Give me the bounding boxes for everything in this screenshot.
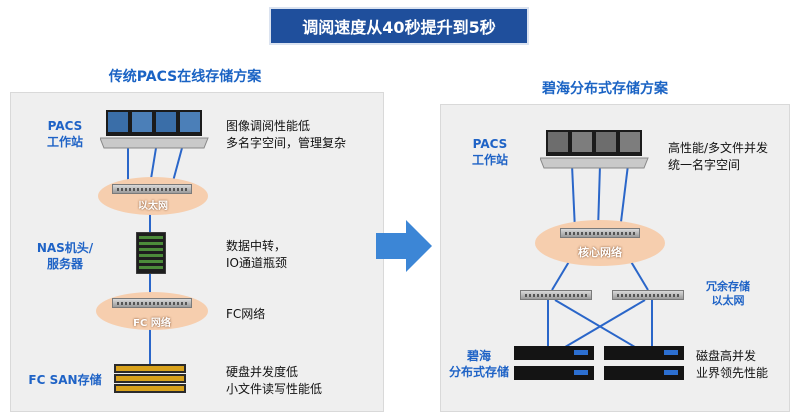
left-title: 传统PACS在线存储方案 [108, 69, 262, 85]
right-pacs-workstation-icon [539, 128, 650, 172]
left-pacs-label-line2: 工作站 [46, 135, 83, 149]
fc-san-label: FC SAN存储 [28, 373, 102, 387]
left-pacs-label-line1: PACS [47, 119, 83, 133]
right-link-3 [619, 164, 629, 231]
speed-banner: 调阅速度从40秒提升到5秒 [271, 9, 527, 43]
fc-san-storage-icon [114, 364, 186, 394]
distributed-storage-label-line1: 碧海 [466, 349, 491, 363]
right-pacs-note: 高性能/多文件并发 统一名字空间 [668, 140, 788, 174]
distributed-storage-note-line2: 业界领先性能 [696, 366, 769, 380]
redundant-label-line2: 以太网 [711, 294, 745, 307]
right-pacs-label-line1: PACS [472, 137, 508, 151]
left-pacs-note-line1: 图像调阅性能低 [226, 119, 311, 133]
right-pacs-label: PACS 工作站 [460, 136, 520, 168]
fc-san-note: 硬盘并发度低 小文件读写性能低 [226, 364, 376, 398]
left-pacs-note: 图像调阅性能低 多名字空间，管理复杂 [226, 118, 376, 152]
nas-note-line2: IO通道瓶颈 [226, 256, 287, 270]
right-pacs-note-line1: 高性能/多文件并发 [668, 141, 769, 155]
redundant-label: 冗余存储 以太网 [688, 280, 768, 308]
nas-note: 数据中转， IO通道瓶颈 [226, 238, 376, 272]
core-network-oval [535, 220, 665, 266]
fc-san-note-line2: 小文件读写性能低 [226, 382, 323, 396]
left-ethernet-label: 以太网 [138, 201, 168, 212]
redundant-switch-left-icon [520, 290, 592, 300]
right-link-2 [597, 164, 601, 231]
distributed-storage-note: 磁盘高并发 业界领先性能 [696, 348, 790, 382]
left-pacs-note-line2: 多名字空间，管理复杂 [226, 136, 347, 150]
left-pacs-workstation-icon [99, 108, 210, 152]
redundant-label-line1: 冗余存储 [706, 280, 750, 293]
distributed-storage-icon [514, 346, 684, 382]
fc-san-note-line1: 硬盘并发度低 [226, 365, 299, 379]
nas-server-icon [135, 231, 167, 275]
right-link-8 [554, 299, 641, 351]
nas-note-line1: 数据中转， [226, 239, 287, 253]
right-pacs-note-line2: 统一名字空间 [668, 158, 741, 172]
distributed-storage-label: 碧海 分布式存储 [446, 348, 512, 380]
distributed-storage-note-line1: 磁盘高并发 [696, 349, 757, 363]
nas-label-line1: NAS机头/ [36, 241, 94, 255]
fc-note: FC网络 [226, 307, 266, 321]
distributed-storage-label-line2: 分布式存储 [448, 365, 509, 379]
nas-label-line2: 服务器 [46, 257, 83, 271]
fc-switch-icon [112, 298, 192, 308]
right-link-9 [559, 299, 646, 351]
fc-network-label: FC 网络 [133, 318, 171, 329]
redundant-switch-right-icon [612, 290, 684, 300]
right-pacs-label-line2: 工作站 [471, 153, 508, 167]
core-switch-icon [560, 228, 640, 238]
core-network-label: 核心网络 [578, 246, 622, 259]
right-link-1 [571, 164, 576, 231]
right-arrow-icon [376, 220, 432, 272]
left-ethernet-oval [98, 177, 208, 215]
right-title: 碧海分布式存储方案 [542, 81, 668, 97]
left-pacs-label: PACS 工作站 [35, 118, 95, 150]
left-ethernet-switch-icon [112, 184, 192, 194]
nas-label: NAS机头/ 服务器 [20, 240, 110, 272]
